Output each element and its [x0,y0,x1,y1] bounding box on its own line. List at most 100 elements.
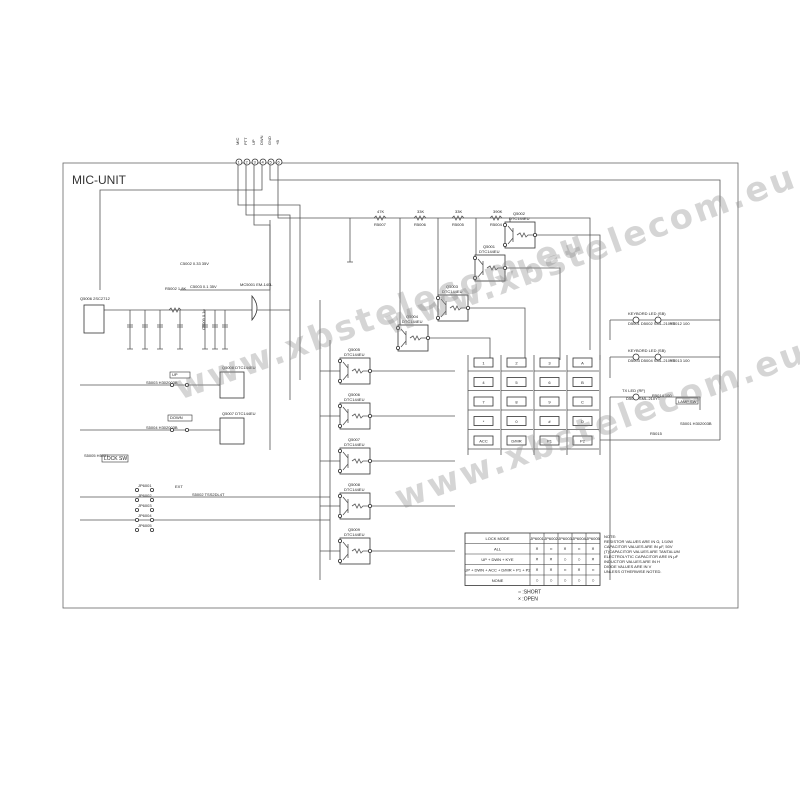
transistor-part: DTC144EU [442,289,463,294]
wire: 33K [417,209,424,214]
pin-icon [465,305,470,310]
key-label: 7 [482,400,485,405]
key-1 [473,357,494,368]
jumper-contact-icon [149,487,154,492]
key-label: 9 [548,400,551,405]
wire: R5002 1.8K [165,286,186,291]
jumper-contact-icon [134,487,139,492]
capacitor-icon [212,324,218,328]
wire: S5002 TSS2DL4T [192,492,225,497]
key-acc [473,435,494,446]
wire [237,165,301,380]
key-label: 6 [548,380,551,385]
lamp-switch-box [675,397,699,405]
ground-icon [142,345,148,350]
table-cell: ALL [494,547,502,552]
wire: Q5006 2SC2712 [80,296,111,301]
connector-pin-number: 6 [278,160,281,165]
transistor-part: DTC144EU [344,442,365,447]
connector-pin-number: 2 [246,160,249,165]
wire [535,234,601,360]
key-2 [506,357,527,368]
transistor-ref: Q5005 [348,347,361,352]
led-icon [632,353,640,361]
wire: R5013 100 [670,358,690,363]
up-switch-label-box [169,371,191,379]
wire: 47K [377,209,384,214]
wire: KEYBORD LED (SB) [628,311,666,316]
down-switch-label: DOWN [170,415,183,420]
connector-signal: DWN [259,135,264,145]
wire: Q5008 DTC144EU [222,365,256,370]
pin-icon [337,358,342,363]
c5009-label: C5009 0.1u [201,309,206,330]
connector-pin [235,158,243,166]
switch-contact-icon [169,427,174,432]
table-cell: ○ [563,557,566,563]
key-label: D [581,419,584,424]
pin-icon [367,413,372,418]
pin-icon [472,255,477,260]
jumper-contact-icon [149,507,154,512]
wire [610,396,701,410]
wire: C5003 0.1 35V [190,284,217,289]
wire: D5005 SML-210YT [626,396,661,401]
wire [253,165,271,450]
pin-icon [337,448,342,453]
connector-pin [275,158,283,166]
capacitor-icon [202,324,208,328]
connector-pin [243,158,251,166]
jumper-contact-icon [134,497,139,502]
jumper-contact-icon [149,497,154,502]
wire [505,267,561,360]
resistor-r5004 [489,215,503,221]
table-cell: × [536,568,539,574]
connector-signal: MIC [235,138,240,145]
table-legend: × :OPEN [518,597,538,603]
wire: S5001 H302003B [680,421,712,426]
transistor-symbol-icon [342,406,370,426]
wire: S5004 H302003B [146,425,178,430]
wire [99,165,263,290]
table-cell: UP + DWN + KYE [481,557,513,562]
note-line: NOTE: [604,534,616,539]
key-label: * [483,419,485,424]
table-header: JP6004 [572,536,586,541]
transistor-ref: Q5007 [348,437,361,442]
pin-icon [337,423,342,428]
pin-icon [435,315,440,320]
transistor-ref: Q5006 [348,392,361,397]
connector-pin-number: 4 [262,160,265,165]
note-line: UNLESS OTHERWISE NOTED. [604,569,662,574]
key-9 [539,396,560,407]
table-cell: × [536,557,539,563]
wire: S5003 H302003B [146,380,178,385]
diode-pair-q5008 [219,371,245,399]
table-cell: ○ [549,547,552,553]
wire: TX LED (RF) [622,388,646,393]
table-cell: × [592,557,595,563]
transistor-ref: Q5001 [483,244,496,249]
wire: D5001 D5002 SML-210YT [628,321,676,326]
pin-icon [367,368,372,373]
wire: S5005 H5051 [84,453,109,458]
jumper-contact-icon [134,528,139,533]
jumper-contact-icon [134,507,139,512]
pin-icon [395,325,400,330]
resistor-r5002 [168,307,182,313]
led-icon [654,353,662,361]
table-cell: ○ [577,557,580,563]
ground-icon [127,345,133,350]
connector-pin [259,158,267,166]
pin-icon [337,403,342,408]
key-label: 4 [482,380,485,385]
transistor-ref: Q5008 [348,482,361,487]
wire [468,307,526,360]
connector-pin [267,158,275,166]
wire: JP6005 [138,523,152,528]
ground-icon [202,345,208,350]
key-d [572,416,593,426]
connector-pin-number: 3 [254,160,257,165]
capacitor-icon [127,324,133,328]
